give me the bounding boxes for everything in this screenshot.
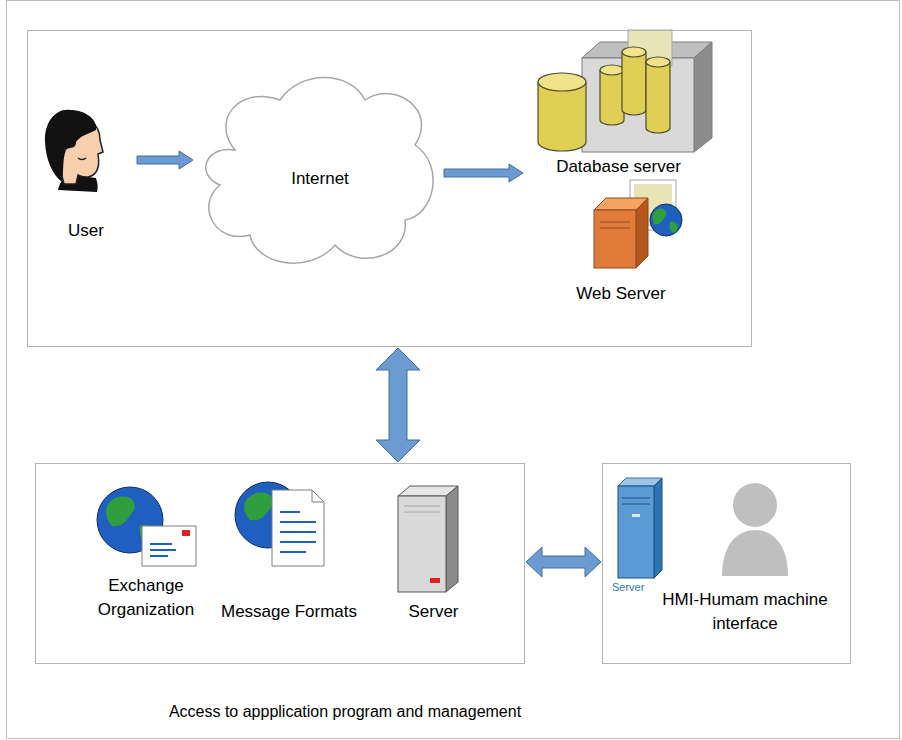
- hmi-server-icon: [632, 514, 640, 517]
- web-server-icon: [594, 180, 682, 268]
- message-format-icon: [312, 490, 324, 502]
- node-label: Web Server: [561, 282, 681, 306]
- message-format-icon: [235, 482, 324, 566]
- database-icon: [600, 70, 624, 125]
- node-label: Database server: [526, 155, 711, 179]
- group-panel: Exchange OrganizationMessage Formats Serv…: [35, 463, 525, 664]
- node-label: Message Formats: [219, 600, 359, 624]
- server-icon: [398, 496, 446, 592]
- icon-node: Server: [391, 479, 476, 629]
- message-format-icon: [280, 551, 306, 553]
- database-icon: [622, 52, 646, 115]
- group-panel: User Internet Database serverWeb Server: [27, 30, 752, 347]
- message-format-icon: [272, 490, 324, 566]
- node-label: Internet: [199, 167, 441, 191]
- database-icon: [600, 65, 624, 75]
- hmi-server-icon: [618, 486, 654, 578]
- exchange-icon: [150, 555, 168, 557]
- server-icon: [446, 486, 458, 592]
- user-icon: [78, 158, 86, 160]
- icon-node: Web Server: [561, 179, 681, 310]
- block-arrow: [444, 164, 523, 182]
- database-icon: [622, 47, 646, 57]
- icon-node: HMI-Humam machine interface: [641, 476, 849, 646]
- web-server-icon: [594, 210, 636, 268]
- icon-node: Message Formats: [219, 479, 359, 629]
- node-label: HMI-Humam machine interface: [641, 588, 849, 636]
- hmi-server-icon: [622, 498, 650, 499]
- database-icon: [538, 73, 586, 91]
- server-icon: [398, 486, 458, 592]
- message-format-icon: [280, 511, 300, 513]
- exchange-icon: [97, 487, 196, 566]
- icon-node: User: [41, 101, 131, 246]
- block-arrow: [526, 547, 601, 577]
- server-icon: [430, 578, 440, 583]
- server-icon: [404, 506, 440, 507]
- node-label: Server: [391, 600, 476, 624]
- database-icon: [538, 82, 586, 151]
- hmi-server-icon: [622, 504, 650, 505]
- web-server-icon: [600, 222, 630, 223]
- exchange-icon: [182, 530, 190, 536]
- node-label: Exchange Organization: [81, 574, 211, 622]
- icon-node: Internet: [199, 73, 441, 273]
- web-server-icon: [600, 228, 630, 229]
- user-icon: [45, 110, 96, 182]
- database-icon: [538, 47, 670, 151]
- icon-node: Database server: [526, 29, 711, 181]
- hmi-server-icon: [618, 478, 662, 578]
- person-icon: [733, 483, 777, 527]
- web-server-icon: [650, 204, 682, 236]
- message-format-icon: [280, 531, 316, 533]
- database-icon: [694, 42, 712, 152]
- web-server-icon: [636, 198, 648, 268]
- caption: Access to appplication program and manag…: [60, 701, 630, 723]
- database-icon: [646, 62, 670, 133]
- database-icon: [646, 57, 670, 67]
- user-icon: [45, 110, 103, 192]
- hmi-server-icon: [654, 478, 662, 578]
- icon-node: Exchange Organization: [81, 479, 211, 629]
- web-server-icon: [653, 208, 678, 232]
- server-icon: [404, 512, 440, 513]
- block-arrow: [376, 348, 420, 462]
- group-panel: ServerHMI-Humam machine interface: [602, 463, 851, 664]
- icon-node: Server: [609, 476, 671, 598]
- database-icon: [538, 30, 712, 152]
- exchange-icon: [142, 526, 196, 566]
- message-format-icon: [280, 541, 316, 543]
- block-arrow: [137, 151, 193, 169]
- exchange-icon: [150, 543, 172, 545]
- node-label: User: [41, 219, 131, 243]
- message-format-icon: [280, 521, 316, 523]
- person-icon: [722, 483, 788, 576]
- outer-frame: [7, 1, 900, 739]
- exchange-icon: [150, 549, 176, 551]
- person-icon: [722, 530, 788, 576]
